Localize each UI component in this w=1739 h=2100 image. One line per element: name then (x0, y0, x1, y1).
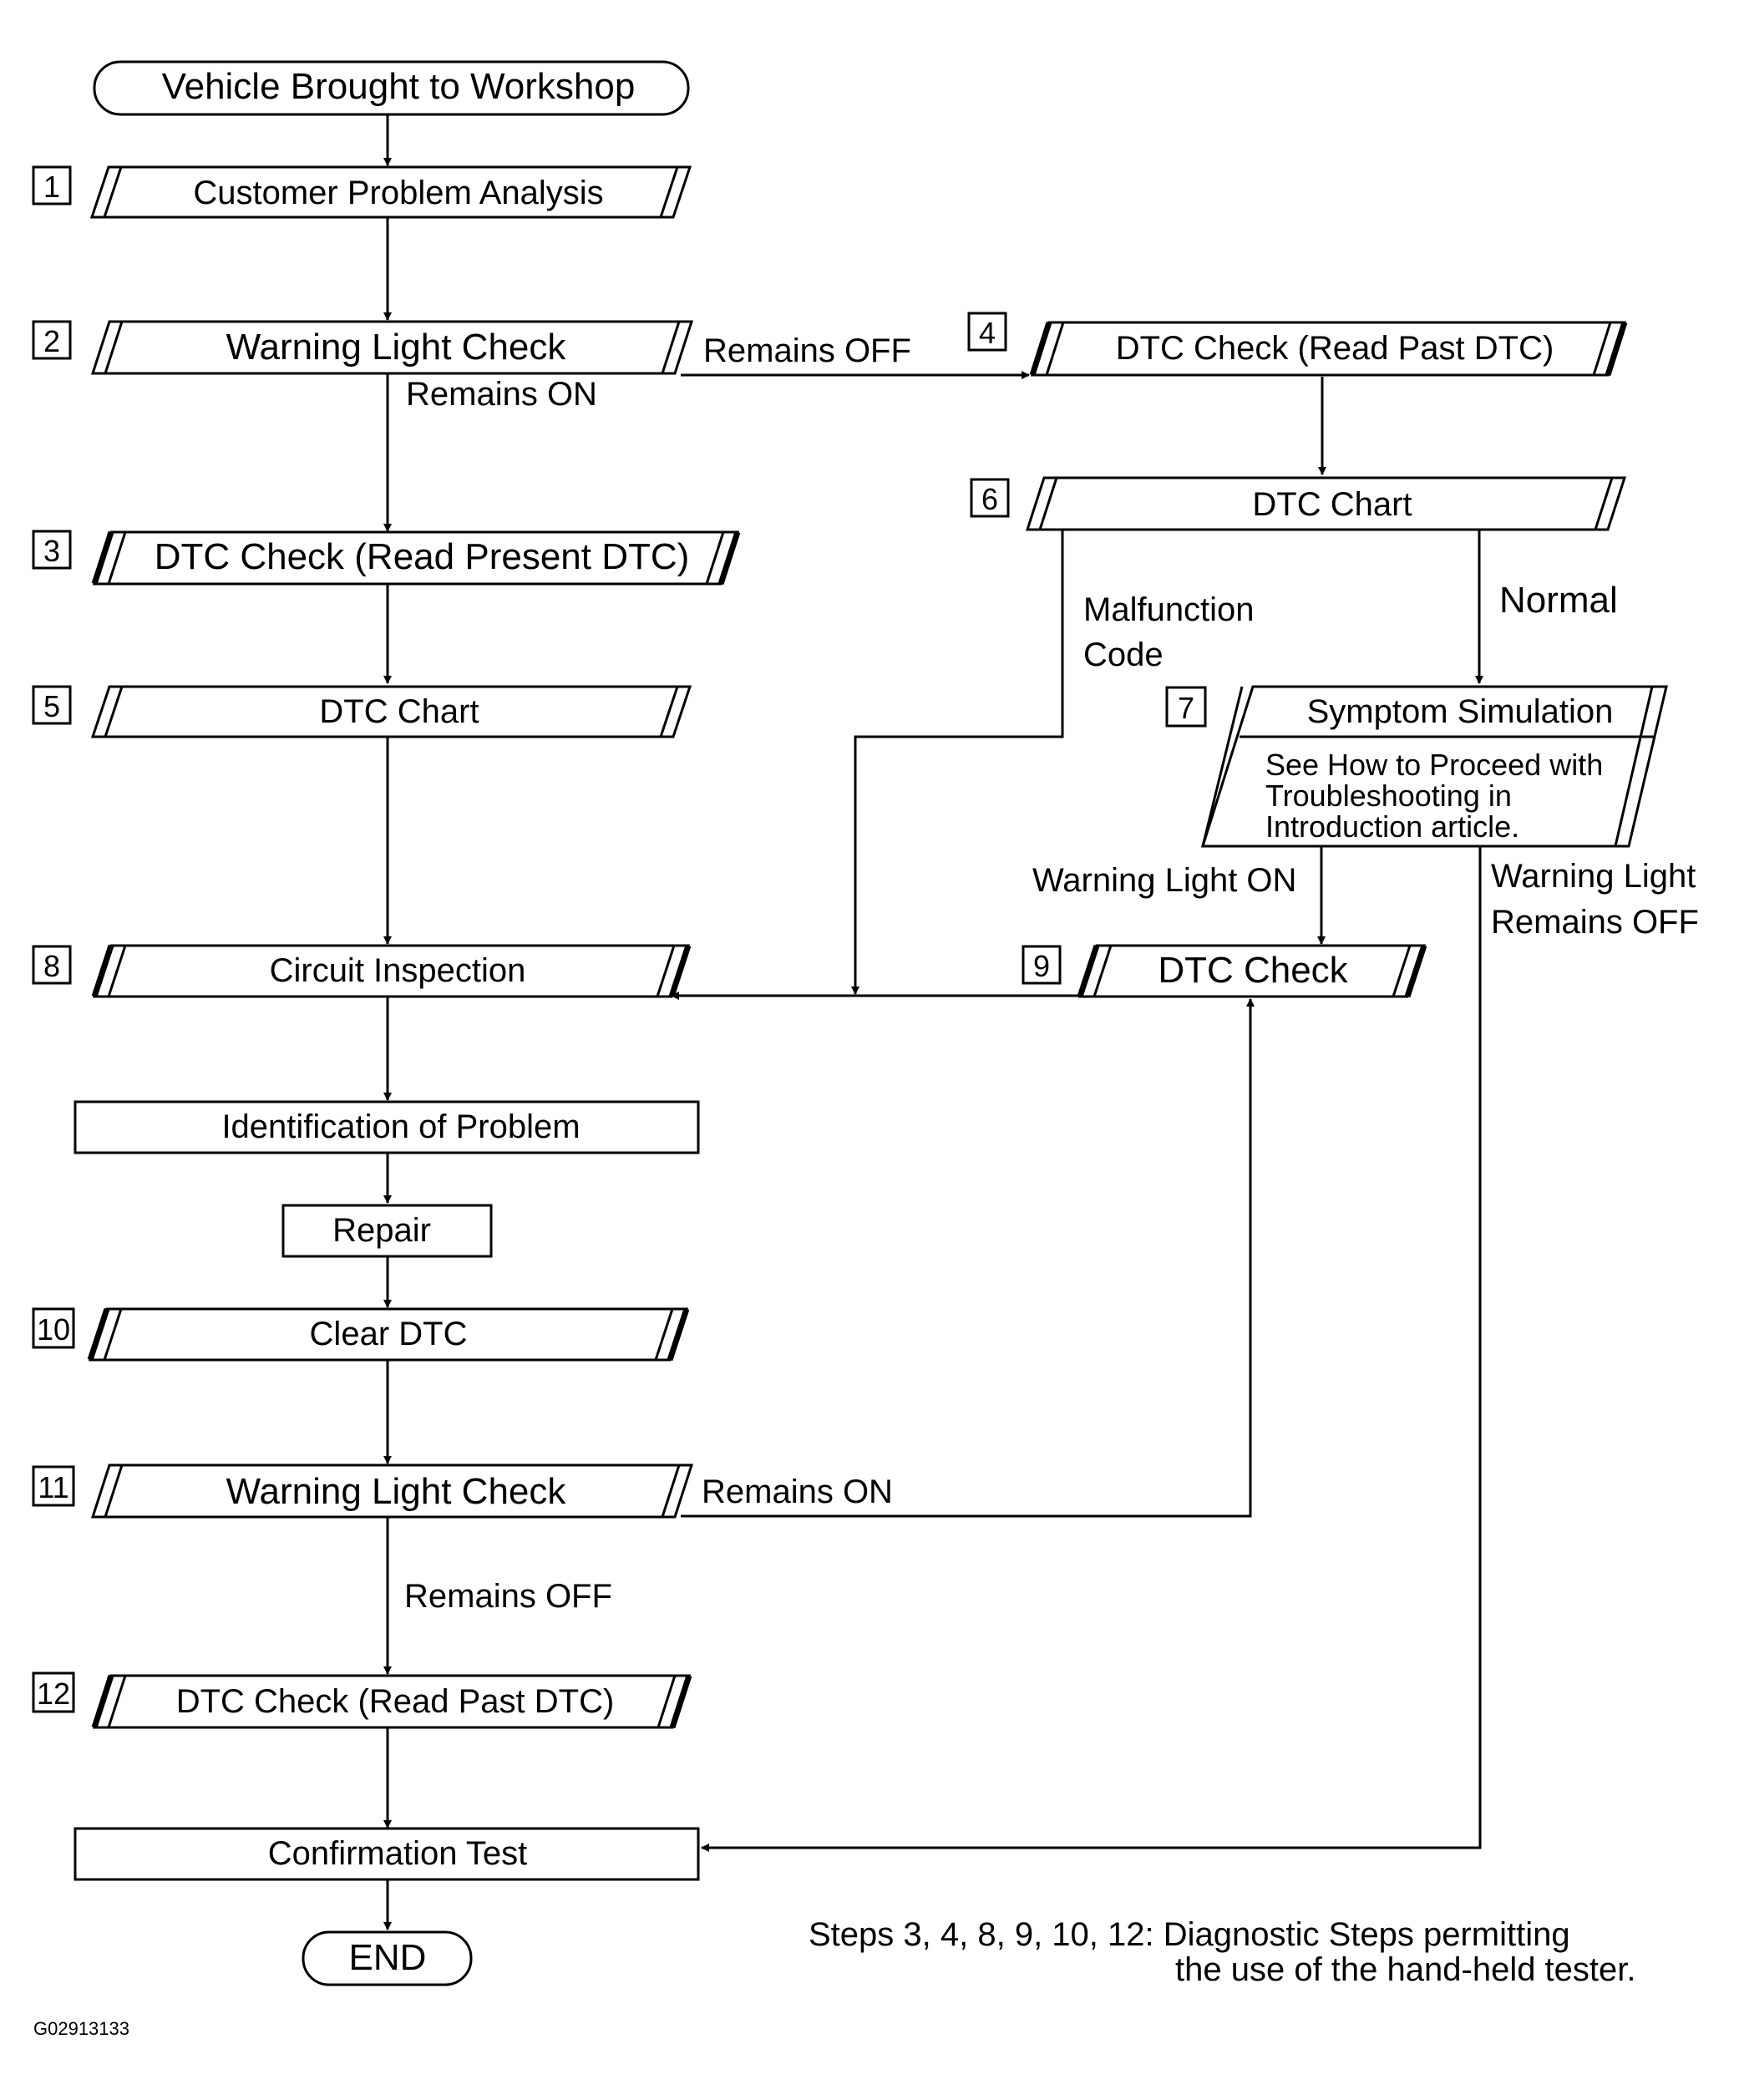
step-number: 7 (1178, 691, 1194, 725)
footnote-line-1: Steps 3, 4, 8, 9, 10, 12: Diagnostic Ste… (809, 1916, 1570, 1953)
step-8: 8 Circuit Inspection (32, 944, 692, 998)
confirmation-test: Confirmation Test (74, 1827, 700, 1881)
step-number-box (32, 685, 72, 725)
step-6: 6 DTC Chart (970, 476, 1627, 531)
step-label: Circuit Inspection (270, 952, 526, 989)
step-label: DTC Check (Read Past DTC) (1116, 330, 1554, 367)
step-number: 12 (37, 1676, 70, 1711)
repair-label: Repair (332, 1212, 431, 1249)
edge-label-remains-off: Remains OFF (1491, 904, 1699, 941)
end-label: END (349, 1937, 427, 1978)
step-label: Clear DTC (310, 1316, 468, 1352)
step-number-box (32, 945, 72, 985)
footnote: Steps 3, 4, 8, 9, 10, 12: Diagnostic Ste… (809, 1916, 1636, 1988)
step-1: 1 Customer Problem Analysis (32, 165, 692, 219)
step-number: 6 (981, 482, 998, 516)
step-note: Introduction article. (1265, 809, 1519, 844)
step-number: 9 (1033, 949, 1050, 983)
step-11: 11 Warning Light Check (32, 1463, 694, 1519)
start-terminal: Vehicle Brought to Workshop (93, 60, 690, 116)
edge-label-remains-on: Remains ON (406, 376, 597, 413)
step-note: See How to Proceed with (1265, 748, 1603, 782)
step-5: 5 DTC Chart (32, 685, 692, 738)
edge-label-malfunction: Malfunction (1083, 591, 1255, 628)
figure-id: G02913133 (33, 2018, 129, 2039)
step-number-box (970, 478, 1010, 518)
step-number-box (1022, 945, 1062, 985)
step-label: Warning Light Check (226, 327, 567, 368)
edge-labels: Remains OFF Remains ON Malfunction Code … (404, 332, 1699, 1615)
step-number: 1 (43, 170, 60, 204)
step-number-box (1165, 686, 1207, 728)
step-label: DTC Check (Read Past DTC) (176, 1683, 615, 1720)
step-label: DTC Chart (319, 693, 479, 730)
step-number: 10 (37, 1312, 70, 1347)
step-10: 10 Clear DTC (32, 1307, 690, 1362)
step-number: 3 (43, 534, 60, 568)
step-number-box (32, 320, 72, 360)
end-terminal: END (302, 1930, 473, 1986)
edge-label-normal: Normal (1499, 580, 1618, 621)
arrow-6-malfunction (851, 530, 1064, 995)
step-9: 9 DTC Check (1022, 944, 1427, 998)
edge-label-code: Code (1083, 637, 1164, 673)
arrow-7-to-confirmation (701, 952, 1482, 1852)
edge-label-remains-off: Remains OFF (404, 1578, 612, 1615)
footnote-line-2: the use of the hand-held tester. (1175, 1951, 1636, 1988)
step-number-box (967, 312, 1007, 352)
edge-label-warning-light-on: Warning Light ON (1032, 862, 1296, 899)
step-number: 11 (38, 1470, 68, 1504)
step-label: DTC Chart (1252, 486, 1412, 523)
edge-label-remains-on: Remains ON (702, 1474, 893, 1510)
step-label: Customer Problem Analysis (193, 175, 603, 211)
step-number: 4 (979, 316, 996, 350)
step-3: 3 DTC Check (Read Present DTC) (32, 530, 741, 586)
step-label: DTC Check (Read Present DTC) (155, 536, 690, 577)
step-number: 5 (43, 689, 60, 723)
identification-label: Identification of Problem (221, 1108, 580, 1145)
repair: Repair (281, 1204, 493, 1258)
arrow-11-to-9 (681, 998, 1255, 1518)
edge-label-remains-off: Remains OFF (703, 332, 911, 369)
step-note: Troubleshooting in (1265, 779, 1512, 813)
step-label: Warning Light Check (226, 1471, 567, 1512)
step-2: 2 Warning Light Check (32, 320, 694, 375)
step-number-box (32, 165, 72, 205)
step-number: 2 (43, 324, 60, 358)
connectors (383, 114, 1483, 1930)
identification-of-problem: Identification of Problem (74, 1100, 700, 1154)
step-number-box (32, 530, 72, 570)
step-label: DTC Check (1158, 950, 1348, 991)
step-number-box (32, 1465, 75, 1507)
start-label: Vehicle Brought to Workshop (162, 66, 636, 107)
step-number-box (32, 1671, 75, 1713)
step-number-box (32, 1307, 75, 1349)
step-number: 8 (43, 949, 60, 983)
edge-label-warning-light: Warning Light (1491, 858, 1696, 895)
step-12: 12 DTC Check (Read Past DTC) (32, 1671, 692, 1729)
step-label: Symptom Simulation (1307, 693, 1614, 730)
confirmation-label: Confirmation Test (268, 1835, 528, 1872)
step-7: 7 Symptom Simulation See How to Proceed … (1165, 685, 1668, 848)
step-4: 4 DTC Check (Read Past DTC) (967, 312, 1628, 377)
